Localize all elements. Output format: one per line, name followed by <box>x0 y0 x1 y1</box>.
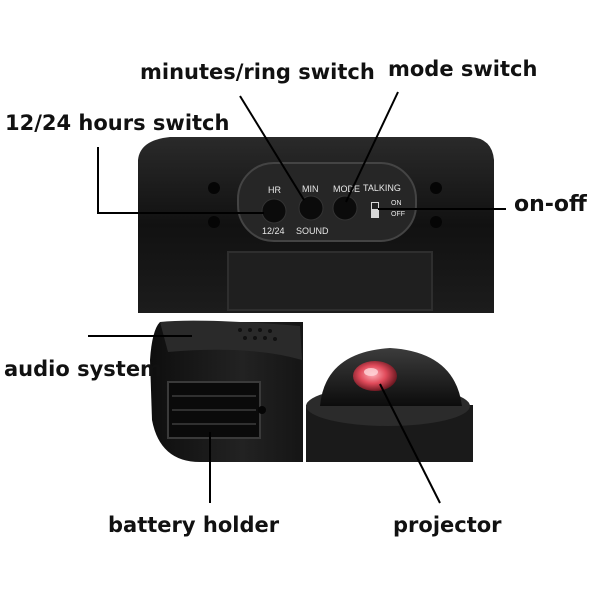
clock-back-photo: HR MIN MODE TALKING ON OFF 12/24 SOUND <box>138 137 494 313</box>
panel-label-hr: HR <box>268 185 281 195</box>
mode-button <box>332 195 358 221</box>
hr-button <box>261 198 287 224</box>
leader-minutes-ring <box>239 95 305 201</box>
panel-label-off: OFF <box>391 211 405 218</box>
battery-cover <box>227 251 433 311</box>
projector-photo <box>306 322 473 462</box>
leader-mode-switch <box>345 91 399 203</box>
callout-battery-holder: battery holder <box>108 513 280 537</box>
panel-label-min: MIN <box>302 184 319 194</box>
callout-12-24-hours-switch: 12/24 hours switch <box>5 111 230 135</box>
callout-minutes-ring-switch: minutes/ring switch <box>140 60 375 84</box>
leader-lines <box>88 91 506 504</box>
panel-label-on: ON <box>391 200 402 207</box>
leader-projector <box>379 383 441 504</box>
min-button <box>298 195 324 221</box>
switch-panel <box>237 162 417 242</box>
panel-label-talking: TALKING <box>363 183 401 193</box>
panel-label-mode: MODE <box>333 184 360 194</box>
leader-hours-switch <box>97 147 264 214</box>
battery-side-photo <box>150 320 303 462</box>
callout-mode-switch: mode switch <box>388 57 538 81</box>
callout-projector: projector <box>393 513 502 537</box>
projector-lens <box>353 361 397 391</box>
on-off-slider <box>371 202 379 218</box>
panel-label-sound: SOUND <box>296 226 329 236</box>
callout-audio-system: audio system <box>4 357 162 381</box>
panel-label-12-24: 12/24 <box>262 226 285 236</box>
callout-on-off: on-off <box>514 192 587 217</box>
